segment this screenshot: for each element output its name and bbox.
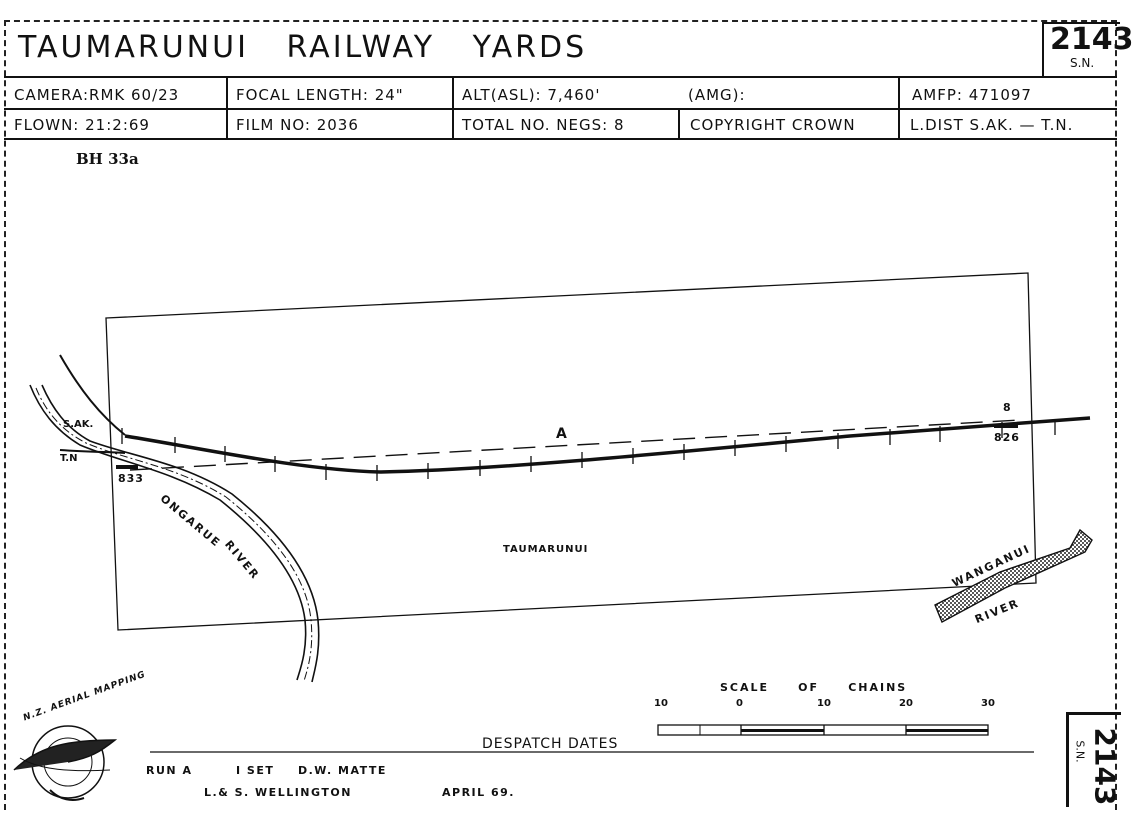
header-rule-3 (4, 138, 1117, 140)
railway-ticks (121, 419, 1056, 481)
sheet-stamp: 2143 S.N. (1066, 712, 1122, 807)
sheet-suffix: S.N. (1070, 56, 1095, 70)
amfp-field: AMFP: 471097 (912, 86, 1032, 104)
col-divider-4 (898, 76, 900, 138)
col-divider-1 (226, 76, 228, 138)
scale-bar (657, 724, 989, 736)
run-label: A (556, 426, 567, 442)
sheet-number: 2143 (1050, 22, 1134, 57)
reference-code: BH 33a (76, 150, 139, 168)
film-no-field: FILM NO: 2036 (236, 116, 359, 134)
frame-end-top-label: 8 (1003, 401, 1011, 414)
scale-title: SCALE OF CHAINS (720, 681, 908, 694)
altitude-field: ALT(ASL): 7,460' (462, 86, 601, 104)
sheet-border (4, 20, 1117, 810)
despatch-person: D.W. MATTE (298, 764, 387, 777)
flown-field: FLOWN: 21:2:69 (14, 116, 150, 134)
header-rule-2 (4, 108, 1117, 110)
camera-field: CAMERA:RMK 60/23 (14, 86, 180, 104)
despatch-title: DESPATCH DATES (482, 736, 619, 752)
scale-tick-0: 10 (654, 698, 668, 709)
frame-end-label: 826 (994, 431, 1020, 444)
railway-line (59, 354, 1091, 474)
focal-length-field: FOCAL LENGTH: 24" (236, 86, 404, 104)
flight-line-a (129, 419, 1021, 471)
despatch-run: RUN A (146, 764, 193, 777)
despatch-date: APRIL 69. (442, 786, 515, 799)
l-dist-field: L.DIST S.AK. — T.N. (910, 116, 1074, 134)
wanganui-river (934, 528, 1093, 623)
scale-tick-2: 10 (817, 698, 831, 709)
sheet-number-box: 2143 S.N. (1042, 22, 1134, 76)
ongarue-river (29, 384, 320, 683)
total-negs-field: TOTAL NO. NEGS: 8 (462, 116, 625, 134)
stamp-sheet-number: 2143 (1088, 727, 1122, 806)
amg-field: (AMG): (688, 86, 746, 104)
despatch-set: I SET (236, 764, 275, 777)
coverage-frame (105, 272, 1037, 631)
rail-label-sak: S.AK. (63, 419, 94, 430)
header-rule-1 (4, 76, 1117, 78)
place-label: TAUMARUNUI (503, 544, 589, 555)
scale-tick-1: 0 (736, 698, 743, 709)
copyright-field: COPYRIGHT CROWN (690, 116, 856, 134)
col-divider-3 (678, 108, 680, 138)
scale-tick-3: 20 (899, 698, 913, 709)
col-divider-2 (452, 76, 454, 138)
frame-start-marker (116, 465, 138, 469)
despatch-office: L.& S. WELLINGTON (204, 786, 352, 799)
rail-label-tn: T.N (60, 453, 78, 464)
scale-tick-4: 30 (981, 698, 995, 709)
frame-end-marker (994, 424, 1018, 428)
nz-aerial-mapping-logo (13, 725, 118, 801)
frame-start-label: 833 (118, 472, 144, 485)
map-title: TAUMARUNUI RAILWAY YARDS (18, 30, 588, 65)
stamp-suffix: S.N. (1073, 740, 1087, 763)
